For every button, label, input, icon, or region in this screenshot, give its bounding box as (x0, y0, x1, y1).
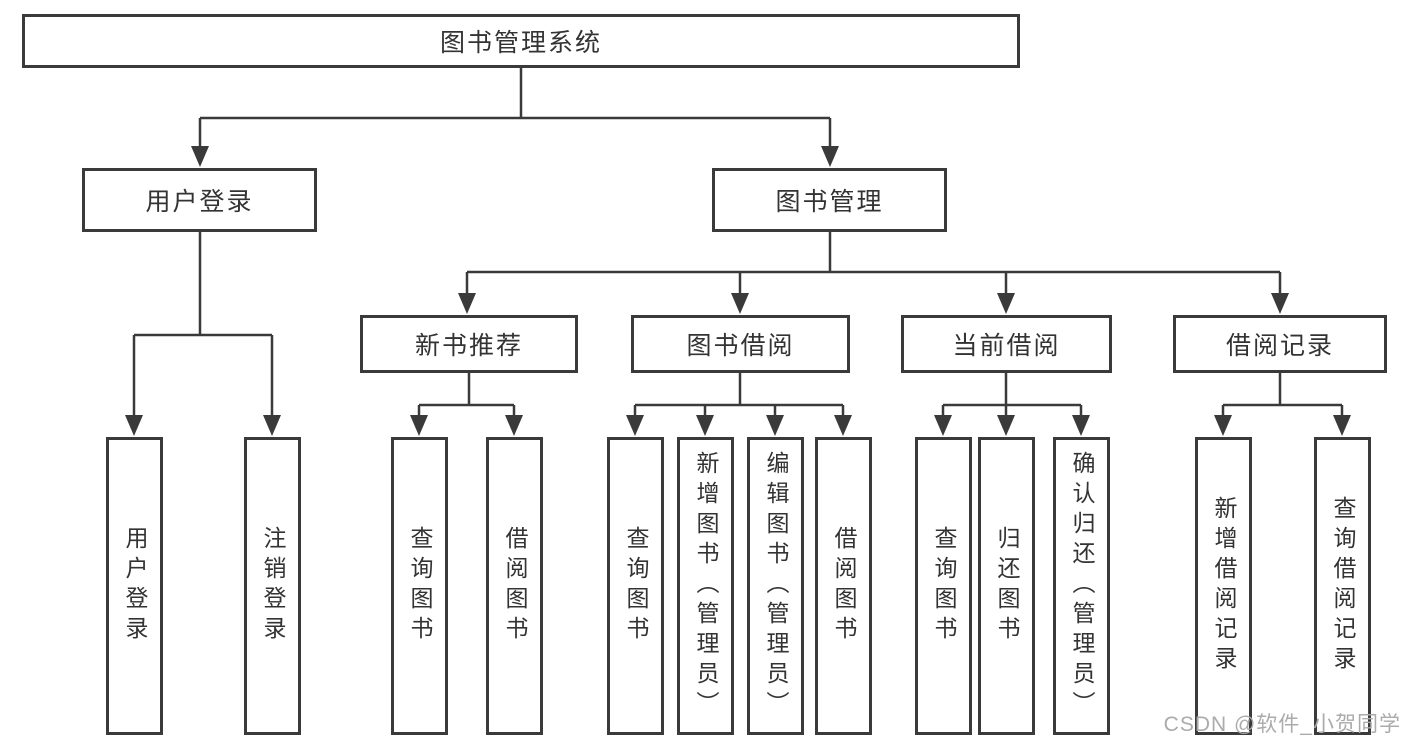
leaf-current-return-books: 归还图书 (978, 437, 1035, 735)
watermark: CSDN @软件_小贺同学 (1163, 713, 1401, 736)
node-current-borrowing: 当前借阅 (901, 315, 1112, 373)
node-new-book-recommend-label: 新书推荐 (414, 332, 523, 360)
leaf-borrowing-query-books-label: 查询图书 (623, 526, 649, 646)
node-book-borrowing-label: 图书借阅 (686, 332, 795, 360)
leaf-current-confirm-return-admin-label: 确认归还（管理员） (1069, 451, 1095, 721)
leaf-logout: 注销登录 (244, 437, 301, 735)
node-borrow-records-label: 借阅记录 (1225, 332, 1334, 360)
leaf-borrowing-add-books-admin-label: 新增图书（管理员） (693, 451, 719, 721)
leaf-borrowing-query-books: 查询图书 (607, 437, 664, 735)
leaf-records-query-record-label: 查询借阅记录 (1330, 496, 1356, 676)
leaf-newbook-borrow-books-label: 借阅图书 (502, 526, 528, 646)
leaf-records-add-record: 新增借阅记录 (1195, 437, 1252, 735)
node-user-login-label: 用户登录 (145, 188, 254, 216)
node-book-borrowing: 图书借阅 (631, 315, 850, 373)
leaf-borrowing-edit-books-admin: 编辑图书（管理员） (747, 437, 804, 735)
leaf-logout-label: 注销登录 (260, 526, 286, 646)
leaf-records-add-record-label: 新增借阅记录 (1211, 496, 1237, 676)
node-root-label: 图书管理系统 (439, 29, 602, 57)
leaf-current-confirm-return-admin: 确认归还（管理员） (1053, 437, 1110, 735)
leaf-current-query-books-label: 查询图书 (931, 526, 957, 646)
leaf-borrowing-edit-books-admin-label: 编辑图书（管理员） (763, 451, 789, 721)
node-book-management-label: 图书管理 (775, 188, 884, 216)
leaf-newbook-query-books-label: 查询图书 (407, 526, 433, 646)
leaf-newbook-query-books: 查询图书 (391, 437, 448, 735)
leaf-current-return-books-label: 归还图书 (994, 526, 1020, 646)
node-current-borrowing-label: 当前借阅 (952, 332, 1061, 360)
leaf-current-query-books: 查询图书 (915, 437, 972, 735)
leaf-newbook-borrow-books: 借阅图书 (486, 437, 543, 735)
node-new-book-recommend: 新书推荐 (360, 315, 578, 373)
leaf-borrowing-borrow-books: 借阅图书 (815, 437, 872, 735)
leaf-borrowing-borrow-books-label: 借阅图书 (831, 526, 857, 646)
leaf-user-login-label: 用户登录 (122, 526, 148, 646)
leaf-borrowing-add-books-admin: 新增图书（管理员） (677, 437, 734, 735)
node-borrow-records: 借阅记录 (1173, 315, 1387, 373)
leaf-user-login: 用户登录 (106, 437, 163, 735)
node-book-management: 图书管理 (712, 168, 947, 232)
leaf-records-query-record: 查询借阅记录 (1314, 437, 1371, 735)
node-user-login: 用户登录 (82, 168, 317, 232)
node-root: 图书管理系统 (22, 14, 1020, 68)
